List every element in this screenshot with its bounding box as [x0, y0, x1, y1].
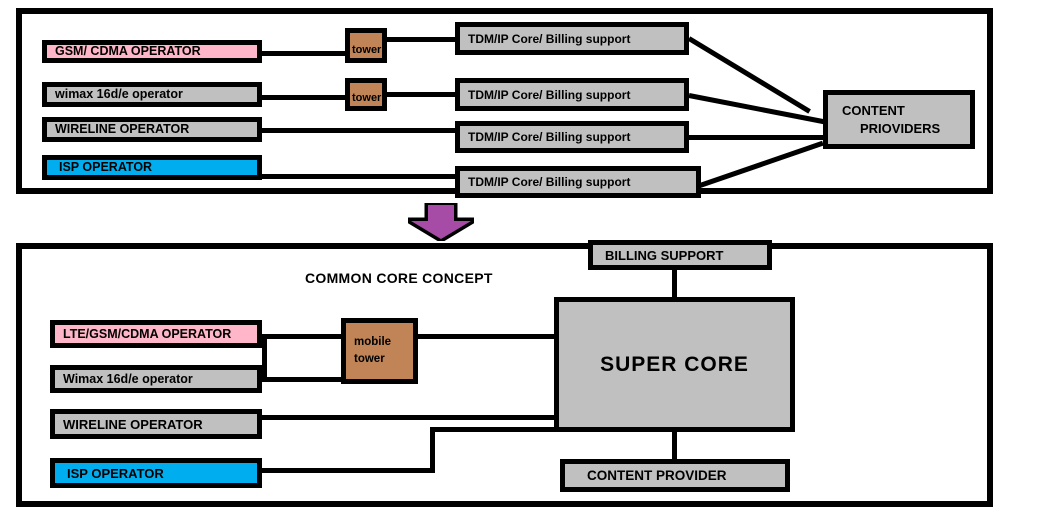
super-core-box[interactable]: SUPER CORE: [554, 297, 795, 432]
content-providers-box[interactable]: CONTENT PRIOVIDERS: [823, 90, 975, 149]
connector-isp-horizontal: [262, 468, 435, 473]
operator-label: Wimax 16d/e operator: [63, 371, 193, 386]
mobile-tower-label-line2: tower: [354, 353, 385, 365]
connector-isp-riser: [430, 427, 435, 473]
operator-box-wimax[interactable]: Wimax 16d/e operator: [50, 365, 262, 393]
operator-label: wimax 16d/e operator: [55, 87, 183, 102]
content-provider-box[interactable]: CONTENT PROVIDER: [560, 459, 790, 492]
mobile-tower-label-line1: mobile: [354, 335, 392, 348]
tower-box-1[interactable]: tower: [345, 28, 387, 63]
operator-box-gsm-cdma[interactable]: GSM/ CDMA OPERATOR: [42, 40, 262, 63]
super-core-label: SUPER CORE: [600, 353, 749, 376]
connector-wireline-to-supercore: [262, 415, 558, 420]
operator-box-isp[interactable]: ISP OPERATOR: [50, 458, 262, 488]
tower-label: tower: [352, 44, 382, 56]
connector-isp-to-core4: [262, 174, 458, 179]
core-label: TDM/IP Core/ Billing support: [468, 175, 631, 189]
billing-support-box[interactable]: BILLING SUPPORT: [588, 240, 772, 270]
tower-box-2[interactable]: tower: [345, 78, 387, 111]
connector-tower2-to-core2: [387, 92, 457, 97]
core-box-1[interactable]: TDM/IP Core/ Billing support: [455, 22, 689, 55]
connector-tower-to-supercore: [418, 334, 558, 339]
operator-label: LTE/GSM/CDMA OPERATOR: [63, 326, 232, 341]
operator-box-lte-gsm-cdma[interactable]: LTE/GSM/CDMA OPERATOR: [50, 320, 262, 348]
connector-wimax-to-tower: [262, 377, 342, 382]
content-providers-label-line1: CONTENT: [842, 103, 905, 118]
operator-box-wireline[interactable]: WIRELINE OPERATOR: [50, 409, 262, 439]
operator-label: ISP OPERATOR: [59, 160, 153, 175]
content-provider-label: CONTENT PROVIDER: [587, 467, 727, 483]
core-label: TDM/IP Core/ Billing support: [468, 87, 631, 102]
connector-isp-to-supercore: [430, 427, 558, 432]
mobile-tower-box[interactable]: mobile tower: [341, 318, 418, 384]
tower-label: tower: [352, 92, 382, 104]
operator-box-wireline[interactable]: WIRELINE OPERATOR: [42, 117, 262, 142]
connector-billing-to-supercore: [672, 268, 677, 302]
section-heading: COMMON CORE CONCEPT: [305, 270, 493, 286]
connector-gsm-to-tower: [262, 51, 348, 56]
connector-wireline-to-core3: [262, 128, 458, 133]
content-providers-label-line2: PRIOVIDERS: [860, 121, 941, 136]
operator-box-wimax[interactable]: wimax 16d/e operator: [42, 82, 262, 107]
connector-wimax-to-tower: [262, 95, 348, 100]
core-label: TDM/IP Core/ Billing support: [468, 31, 631, 46]
billing-support-label: BILLING SUPPORT: [605, 247, 724, 263]
connector-tower1-to-core1: [387, 37, 457, 42]
connector-lte-riser: [262, 334, 267, 382]
connector-lte-to-tower: [262, 334, 342, 339]
connector-core3-to-providers: [689, 135, 825, 140]
core-box-3[interactable]: TDM/IP Core/ Billing support: [455, 121, 689, 153]
core-label: TDM/IP Core/ Billing support: [468, 130, 631, 144]
operator-label: GSM/ CDMA OPERATOR: [55, 44, 201, 59]
operator-box-isp[interactable]: ISP OPERATOR: [42, 155, 262, 180]
down-arrow-icon: [408, 203, 474, 241]
operator-label: WIRELINE OPERATOR: [55, 122, 190, 137]
core-box-2[interactable]: TDM/IP Core/ Billing support: [455, 78, 689, 111]
operator-label: ISP OPERATOR: [67, 465, 164, 481]
core-box-4[interactable]: TDM/IP Core/ Billing support: [455, 166, 701, 198]
connector-supercore-to-content-provider: [672, 428, 677, 460]
operator-label: WIRELINE OPERATOR: [63, 416, 203, 432]
